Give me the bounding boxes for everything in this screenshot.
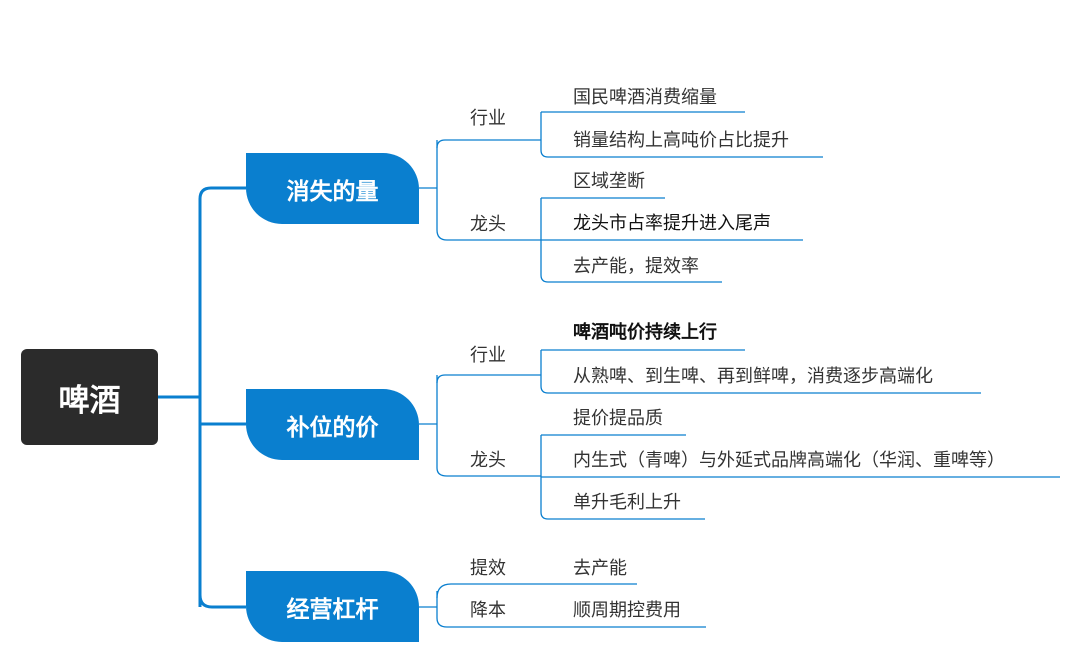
leaf-item[interactable]: 顺周期控费用 (573, 600, 681, 621)
leaf-item[interactable]: 区域垄断 (573, 171, 645, 192)
group-label-cost-reduction[interactable]: 降本 (470, 600, 506, 621)
group-label-industry[interactable]: 行业 (470, 108, 506, 129)
connector-branch-3 (198, 594, 246, 609)
group-label-industry[interactable]: 行业 (470, 345, 506, 366)
leaf-item[interactable]: 去产能，提效率 (573, 256, 699, 277)
leaf-item[interactable]: 啤酒吨价持续上行 (573, 322, 717, 343)
branch-node-leverage[interactable]: 经营杠杆 (246, 571, 419, 642)
group-label-efficiency[interactable]: 提效 (470, 558, 506, 579)
leaf-item[interactable]: 去产能 (573, 558, 627, 579)
leaf-item[interactable]: 从熟啤、到生啤、再到鲜啤，消费逐步高端化 (573, 366, 933, 387)
root-node[interactable]: 啤酒 (21, 349, 158, 445)
connector-branch-1 (198, 186, 246, 200)
group-label-leader[interactable]: 龙头 (470, 450, 506, 471)
leaf-item[interactable]: 国民啤酒消费缩量 (573, 87, 717, 108)
branch-node-price[interactable]: 补位的价 (246, 389, 419, 460)
leaf-item[interactable]: 内生式（青啤）与外延式品牌高端化（华润、重啤等） (573, 450, 1005, 471)
branch-node-volume[interactable]: 消失的量 (246, 153, 419, 224)
leaf-item[interactable]: 龙头市占率提升进入尾声 (573, 213, 771, 234)
leaf-item[interactable]: 销量结构上高吨价占比提升 (573, 130, 789, 151)
leaf-item[interactable]: 单升毛利上升 (573, 492, 681, 513)
group-label-leader[interactable]: 龙头 (470, 214, 506, 235)
leaf-item[interactable]: 提价提品质 (573, 408, 663, 429)
